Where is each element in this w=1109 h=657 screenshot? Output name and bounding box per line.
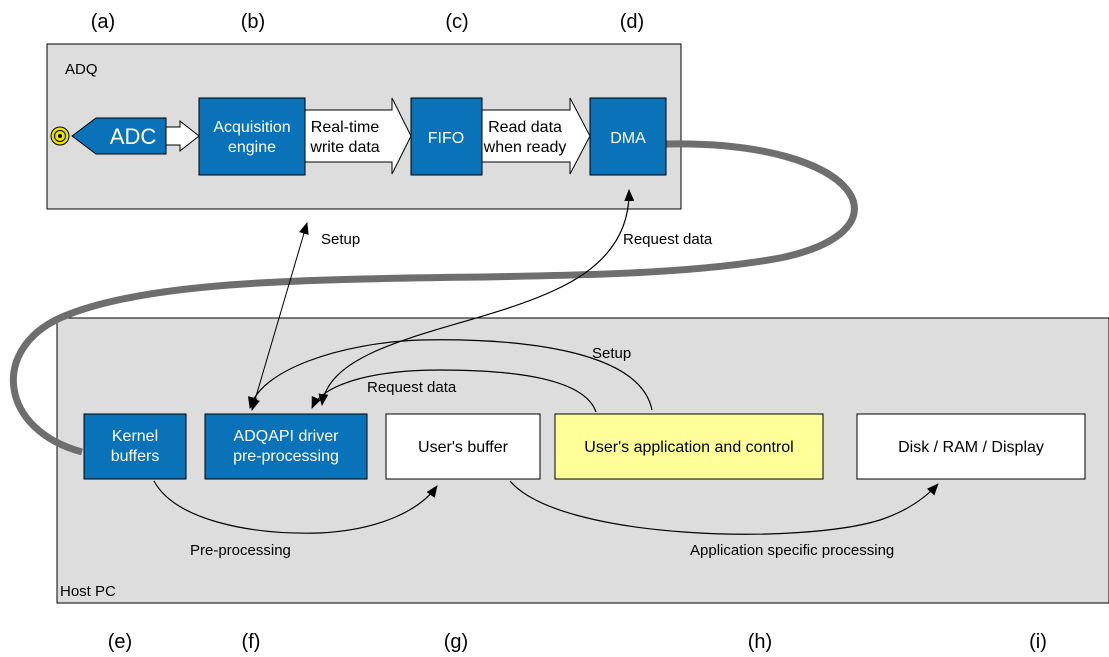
column-label-d: (d) bbox=[620, 11, 644, 33]
disk-ram-display-label: Disk / RAM / Display bbox=[898, 439, 1044, 456]
request-data-top-label: Request data bbox=[623, 231, 713, 248]
acquisition-engine-block bbox=[198, 97, 306, 176]
request-data-host-label: Request data bbox=[367, 379, 457, 396]
setup-arrow-app-driver bbox=[247, 339, 653, 411]
host-pc-panel-title: Host PC bbox=[60, 583, 116, 600]
adqapi-driver-label-line2: pre-processing bbox=[233, 448, 339, 465]
setup-top-label: Setup bbox=[321, 231, 360, 248]
column-label-i: (i) bbox=[1029, 631, 1047, 653]
adc-label: ADC bbox=[110, 124, 157, 149]
acquisition-engine-label-line1: Acquisition bbox=[213, 119, 290, 136]
request-data-arrow-driver-dma bbox=[318, 189, 635, 406]
adc-to-acquisition-arrow bbox=[165, 119, 200, 153]
read-data-label-line1: Read data bbox=[488, 119, 562, 136]
column-label-a: (a) bbox=[91, 11, 115, 33]
adq-panel-title: ADQ bbox=[65, 61, 98, 78]
realtime-write-arrow bbox=[304, 97, 412, 175]
dma-label: DMA bbox=[610, 130, 646, 147]
read-data-arrow bbox=[481, 97, 591, 175]
column-label-b: (b) bbox=[241, 11, 265, 33]
application-processing-label: Application specific processing bbox=[690, 542, 894, 559]
users-buffer-label: User's buffer bbox=[418, 439, 509, 456]
column-label-g: (g) bbox=[444, 631, 468, 653]
kernel-buffers-label-line1: Kernel bbox=[112, 428, 158, 445]
users-application-block bbox=[554, 413, 824, 480]
pre-processing-arrow bbox=[153, 480, 438, 534]
acquisition-engine-label-line2: engine bbox=[228, 139, 276, 156]
input-connector-icon bbox=[50, 126, 70, 146]
column-label-f: (f) bbox=[242, 631, 261, 653]
users-application-label: User's application and control bbox=[584, 439, 793, 456]
pre-processing-label: Pre-processing bbox=[190, 542, 291, 559]
column-label-c: (c) bbox=[445, 11, 468, 33]
realtime-write-label-line2: write data bbox=[309, 139, 379, 156]
users-buffer-block bbox=[385, 413, 541, 480]
disk-ram-display-block bbox=[856, 413, 1086, 480]
fifo-label: FIFO bbox=[428, 130, 464, 147]
read-data-label-line2: when ready bbox=[483, 139, 567, 156]
adqapi-driver-label-line1: ADQAPI driver bbox=[234, 428, 340, 445]
adqapi-driver-block bbox=[204, 413, 368, 480]
dma-block bbox=[589, 97, 667, 176]
request-data-arrow-app-driver bbox=[311, 369, 597, 413]
kernel-buffers-block bbox=[83, 413, 187, 480]
realtime-write-label-line1: Real-time bbox=[311, 119, 380, 136]
fifo-block bbox=[410, 97, 483, 176]
setup-host-label: Setup bbox=[592, 345, 631, 362]
column-label-e: (e) bbox=[108, 631, 132, 653]
column-label-h: (h) bbox=[748, 631, 772, 653]
setup-arrow-driver-acquisition bbox=[250, 222, 309, 411]
application-processing-arrow bbox=[509, 480, 939, 535]
kernel-buffers-label-line2: buffers bbox=[111, 448, 160, 465]
